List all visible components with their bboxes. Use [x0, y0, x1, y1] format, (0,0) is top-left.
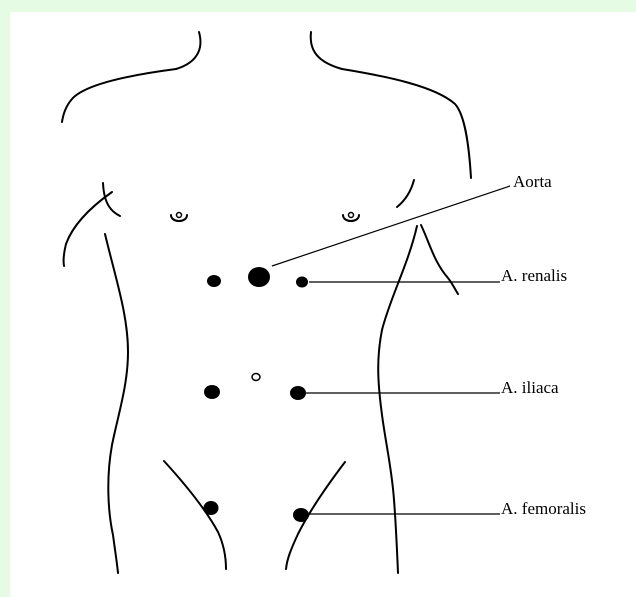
- left-armpit-line: [103, 183, 120, 216]
- renal-point-right: [296, 277, 308, 288]
- right-armpit-line: [397, 180, 414, 207]
- right-nipple: [343, 213, 359, 222]
- renalis-label: A. renalis: [501, 266, 567, 285]
- left-shoulder-line: [62, 69, 176, 122]
- neck-left-line: [176, 32, 200, 69]
- torso-outline: [62, 32, 471, 573]
- iliac-point-left: [204, 385, 220, 399]
- femoral-point-right: [293, 508, 309, 522]
- left-torso-side: [64, 192, 112, 266]
- auscultation-points: [204, 267, 310, 522]
- navel: [252, 374, 260, 381]
- renal-point-left: [207, 275, 221, 287]
- aorta-point: [248, 267, 270, 287]
- left-flank-line: [105, 234, 128, 573]
- left-nipple: [171, 213, 187, 222]
- leader-lines: [272, 186, 510, 514]
- left-groin-line: [164, 461, 226, 569]
- aorta-label: Aorta: [513, 172, 552, 191]
- aorta-leader: [272, 186, 510, 266]
- iliaca-label: A. iliaca: [501, 378, 559, 397]
- neck-right-line: [311, 32, 342, 69]
- labels: Aorta A. renalis A. iliaca A. femoralis: [501, 172, 586, 518]
- femoralis-label: A. femoralis: [501, 499, 586, 518]
- femoral-point-left: [204, 501, 219, 515]
- iliac-point-right: [290, 386, 306, 400]
- right-flank-line: [378, 226, 417, 573]
- right-shoulder-line: [342, 69, 471, 178]
- right-arm-inner-line: [421, 225, 458, 294]
